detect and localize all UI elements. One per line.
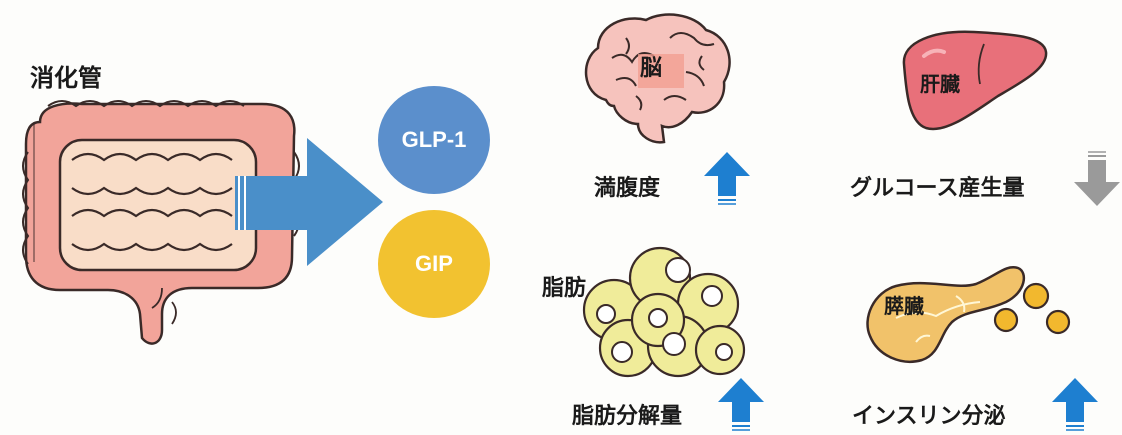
fat-cells-illustration [582,246,746,378]
glucose-down-arrow-icon [1074,151,1120,206]
glucose-production-label: グルコース産生量 [850,176,1025,201]
fat-breakdown-label: 脂肪分解量 [572,404,683,429]
glp1-circle: GLP-1 [378,86,490,194]
gip-label: GIP [415,251,453,276]
fat-label: 脂肪 [542,276,587,301]
pancreas-label: 膵臓 [884,294,924,318]
insulin-up-arrow-icon [1052,378,1098,431]
digestive-tract-label: 消化管 [30,64,102,92]
secretion-arrow [235,138,383,266]
satiety-up-arrow-icon [704,152,750,205]
glp1-label: GLP-1 [401,127,467,152]
brain-label: 脳 [640,56,663,81]
intestine-illustration [22,100,300,345]
liver-label: 肝臓 [920,72,960,96]
satiety-label: 満腹度 [594,176,661,201]
gip-circle: GIP [378,210,490,318]
insulin-secretion-label: インスリン分泌 [852,404,1006,429]
fat-breakdown-up-arrow-icon [718,378,764,431]
pancreas-illustration [866,265,1071,363]
liver-illustration [902,30,1048,131]
brain-illustration [584,13,731,144]
